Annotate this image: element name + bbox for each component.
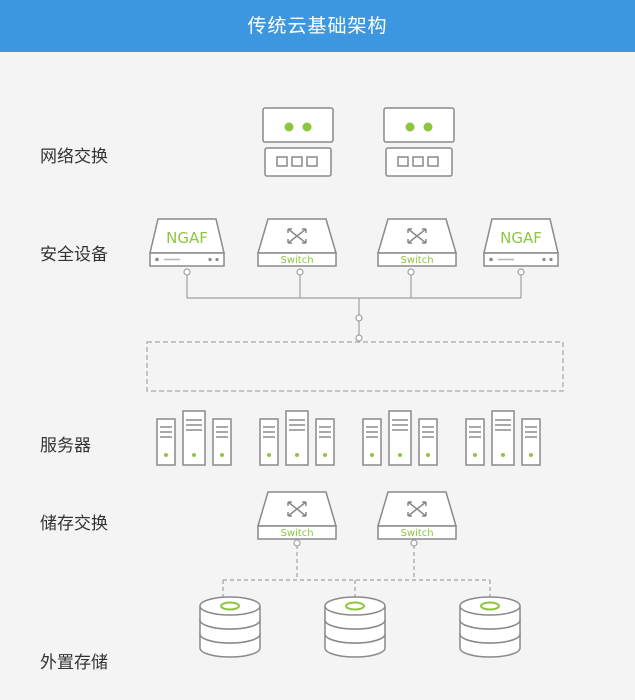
network-switch-1 xyxy=(262,107,334,177)
row-label-servers: 服务器 xyxy=(40,436,91,456)
security-connector xyxy=(183,268,525,342)
server-rack-2 xyxy=(259,410,335,466)
switch-label: Switch xyxy=(400,528,433,539)
switch-arrows-icon xyxy=(407,501,427,517)
row-label-external-storage: 外置存储 xyxy=(40,653,108,673)
page-title: 传统云基础架构 xyxy=(0,0,635,52)
row-label-network: 网络交换 xyxy=(40,147,108,167)
switch-label: Switch xyxy=(280,255,313,266)
switch-arrows-icon xyxy=(287,501,307,517)
server-rack-3 xyxy=(362,410,438,466)
row-label-security: 安全设备 xyxy=(40,245,108,265)
server-rack-4 xyxy=(465,410,541,466)
row-label-storage-switch: 储存交换 xyxy=(40,514,108,534)
network-switch-2 xyxy=(383,107,455,177)
storage-connector xyxy=(222,539,491,602)
switch-arrows-icon xyxy=(407,228,427,244)
storage-switch-2: Switch xyxy=(376,491,458,540)
storage-disk-stack-2 xyxy=(324,596,386,658)
server-rack-1 xyxy=(156,410,232,466)
network-zone xyxy=(146,341,564,392)
ngaf-label: NGAF xyxy=(166,229,208,247)
ngaf-firewall-2: NGAF xyxy=(483,218,559,267)
security-switch-1: Switch xyxy=(256,218,338,267)
switch-arrows-icon xyxy=(287,228,307,244)
ngaf-label: NGAF xyxy=(500,229,542,247)
security-switch-2: Switch xyxy=(376,218,458,267)
switch-label: Switch xyxy=(400,255,433,266)
storage-switch-1: Switch xyxy=(256,491,338,540)
storage-disk-stack-3 xyxy=(459,596,521,658)
ngaf-firewall-1: NGAF xyxy=(149,218,225,267)
switch-label: Switch xyxy=(280,528,313,539)
storage-disk-stack-1 xyxy=(199,596,261,658)
